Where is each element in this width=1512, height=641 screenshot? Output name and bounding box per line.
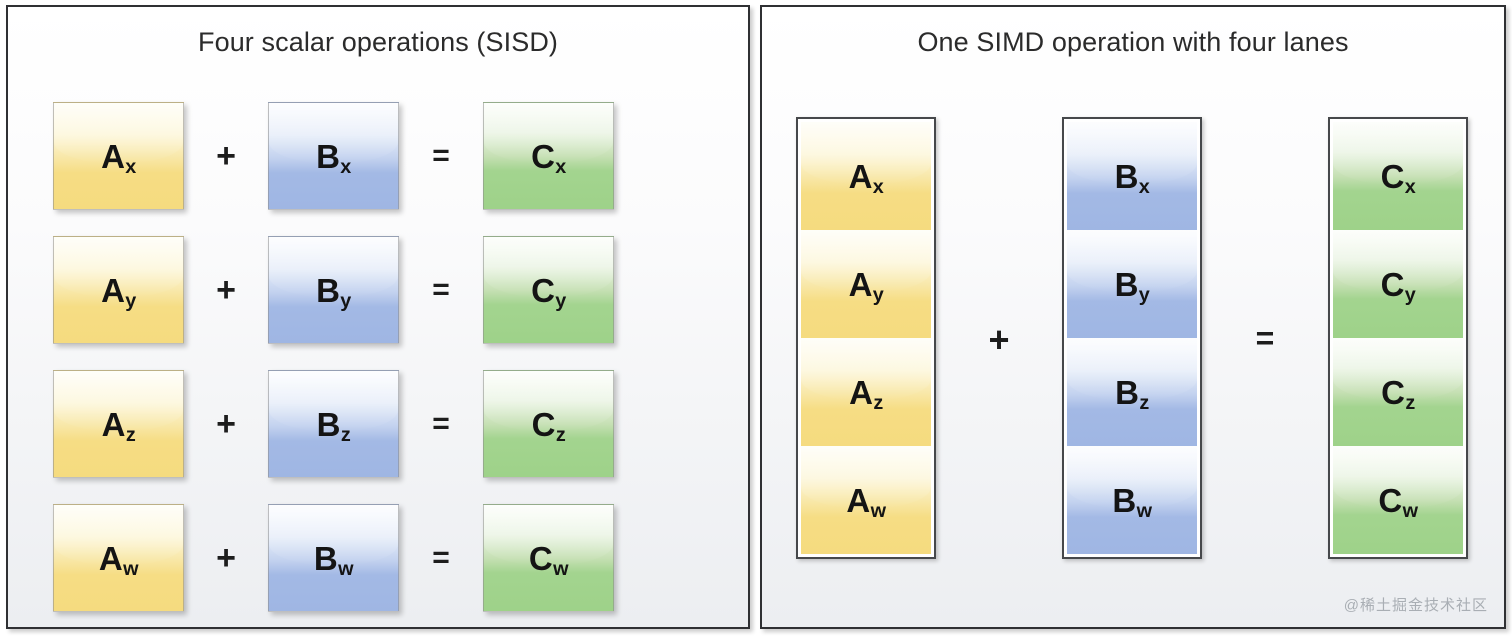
vector-b-lane-label: Bw xyxy=(1112,481,1152,522)
vector-c-lane: Cz xyxy=(1333,338,1463,446)
simd-equals-operator: = xyxy=(1255,320,1275,356)
scalar-operation-row: Az + Bz = Cz xyxy=(8,357,748,491)
vector-c-lane: Cx xyxy=(1333,122,1463,230)
result-c-box: Cz xyxy=(483,370,614,478)
vector-c-lane-label: Cw xyxy=(1378,481,1418,522)
vector-b-lane: Bx xyxy=(1067,122,1197,230)
vector-b-lane: By xyxy=(1067,230,1197,338)
operand-a-box: Aw xyxy=(53,504,184,612)
operand-b-label: Bw xyxy=(313,539,354,580)
vector-b: Bx By Bz Bw xyxy=(1062,117,1202,559)
operand-a-box: Ay xyxy=(53,236,184,344)
watermark: @稀土掘金技术社区 xyxy=(1343,597,1488,614)
equals-operator: = xyxy=(432,273,450,306)
operand-b-label: By xyxy=(316,271,352,312)
result-c-box: Cy xyxy=(483,236,614,344)
vector-a-lane-label: Az xyxy=(849,373,884,414)
operand-a-label: Ay xyxy=(101,271,137,312)
result-c-box: Cx xyxy=(483,102,614,210)
vector-a-lane: Aw xyxy=(801,446,931,554)
vector-b-lane-label: By xyxy=(1114,265,1150,306)
vector-c-lane-label: Cz xyxy=(1381,373,1416,414)
simd-panel-title: One SIMD operation with four lanes xyxy=(917,27,1349,57)
result-c-box: Cw xyxy=(483,504,614,612)
vector-a-lane-label: Aw xyxy=(846,481,886,522)
simd-panel: One SIMD operation with four lanes Ax Ay… xyxy=(760,5,1506,629)
plus-operator: + xyxy=(216,271,236,309)
plus-operator: + xyxy=(216,539,236,577)
operand-b-box: Bz xyxy=(268,370,399,478)
result-c-label: Cw xyxy=(528,539,569,580)
vector-a-lane-label: Ay xyxy=(848,265,884,306)
plus-operator: + xyxy=(216,137,236,175)
operand-a-label: Aw xyxy=(98,539,139,580)
equals-operator: = xyxy=(432,407,450,440)
vector-c-lane-label: Cy xyxy=(1380,265,1416,306)
vector-b-lane: Bw xyxy=(1067,446,1197,554)
result-c-label: Cy xyxy=(531,271,567,312)
operand-b-label: Bx xyxy=(316,137,352,178)
simd-plus-operator: + xyxy=(988,319,1010,360)
operand-a-label: Ax xyxy=(101,137,137,178)
operand-b-box: Bw xyxy=(268,504,399,612)
simd-operation-area: Ax Ay Az Aw + Bx By xyxy=(762,117,1504,559)
vector-c-lane-label: Cx xyxy=(1380,157,1416,198)
vector-c: Cx Cy Cz Cw xyxy=(1328,117,1468,559)
scalar-operation-row: Aw + Bw = Cw xyxy=(8,491,748,625)
operand-a-box: Az xyxy=(53,370,184,478)
operand-a-label: Az xyxy=(101,405,136,446)
plus-operator: + xyxy=(216,405,236,443)
scalar-operation-row: Ay + By = Cy xyxy=(8,223,748,357)
vector-b-lane-label: Bx xyxy=(1114,157,1150,198)
vector-c-lane: Cy xyxy=(1333,230,1463,338)
equals-operator: = xyxy=(432,541,450,574)
scalar-operation-list: Ax + Bx = Cx Ay + By xyxy=(8,89,748,625)
operand-b-box: By xyxy=(268,236,399,344)
sisd-panel: Four scalar operations (SISD) Ax + Bx = … xyxy=(6,5,750,629)
vector-b-lane-label: Bz xyxy=(1115,373,1150,414)
vector-a-lane: Ax xyxy=(801,122,931,230)
result-c-label: Cz xyxy=(531,405,566,446)
scalar-operation-row: Ax + Bx = Cx xyxy=(8,89,748,223)
vector-a-lane-label: Ax xyxy=(848,157,884,198)
vector-c-lane: Cw xyxy=(1333,446,1463,554)
operand-a-box: Ax xyxy=(53,102,184,210)
vector-a-lane: Az xyxy=(801,338,931,446)
vector-a-lane: Ay xyxy=(801,230,931,338)
equals-operator: = xyxy=(432,139,450,172)
sisd-panel-title: Four scalar operations (SISD) xyxy=(197,27,559,57)
vector-b-lane: Bz xyxy=(1067,338,1197,446)
operand-b-label: Bz xyxy=(316,405,351,446)
operand-b-box: Bx xyxy=(268,102,399,210)
result-c-label: Cx xyxy=(531,137,567,178)
vector-a: Ax Ay Az Aw xyxy=(796,117,936,559)
